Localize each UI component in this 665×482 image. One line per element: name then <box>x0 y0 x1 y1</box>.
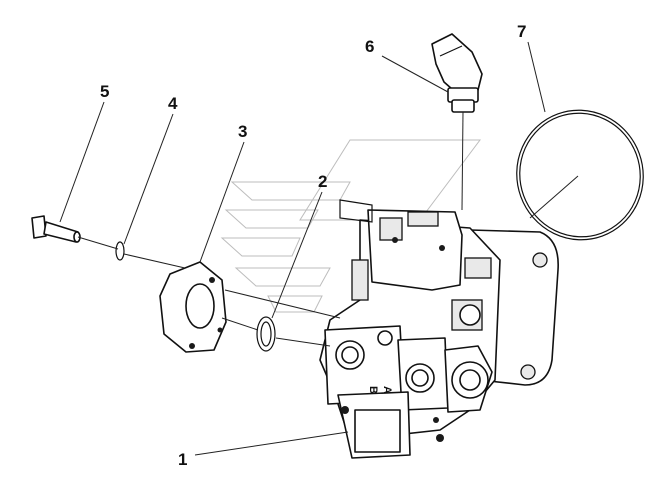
callout-5: 5 <box>100 82 110 101</box>
port-label-a: A <box>381 386 393 394</box>
callout-1: 1 <box>178 450 188 469</box>
port-label-b: B <box>367 386 379 394</box>
part-7-o-ring <box>516 109 644 241</box>
callout-6: 6 <box>365 37 375 56</box>
part-5-bolt <box>31 215 81 243</box>
part-2-o-ring-small <box>256 316 276 352</box>
part-4-lock-washer <box>115 241 125 261</box>
callout-4: 4 <box>168 94 178 113</box>
part-1-pump-body: A B <box>319 199 559 459</box>
assembly-lines <box>77 111 464 347</box>
callout-2: 2 <box>318 172 328 191</box>
callout-3: 3 <box>238 122 248 141</box>
part-3-flange <box>159 261 227 353</box>
callout-7: 7 <box>517 22 527 41</box>
part-6-elbow-fitting <box>431 33 483 113</box>
leader-lines <box>59 41 579 456</box>
